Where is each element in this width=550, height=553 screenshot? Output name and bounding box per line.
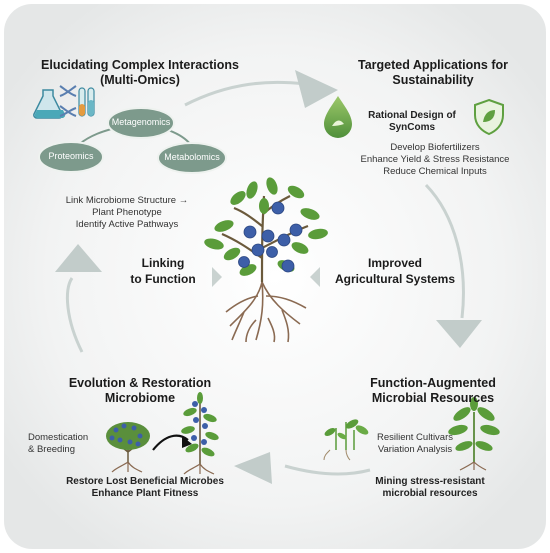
metagenomics-label: Metagenomics: [111, 117, 171, 127]
resources-title-line1: Function-Augmented: [370, 376, 496, 390]
lab-glassware-icon: [33, 85, 95, 119]
applications-bullet1: Develop Biofertilizers: [390, 142, 480, 153]
multi-omics-title-line2: (Multi-Omics): [100, 73, 180, 87]
background-panel: [4, 4, 546, 549]
node-metagenomics: [107, 107, 175, 139]
plant-roots: [225, 281, 307, 343]
proteomics-label: Proteomics: [48, 151, 94, 161]
multi-omics-title-line1: Elucidating Complex Interactions: [41, 58, 239, 72]
cycle-arrowheads: [55, 70, 482, 484]
wild-plant-icon: [106, 422, 150, 473]
arc-right: [424, 183, 465, 319]
arrowhead-left: [55, 244, 102, 272]
evolution-title-line1: Evolution & Restoration: [68, 376, 212, 390]
arrowhead-right: [436, 320, 482, 348]
water-drop-icon: [324, 96, 352, 138]
omics-note-line1: Link Microbiome Structure →: [65, 195, 189, 206]
evolution-bottom-line1: Restore Lost Beneficial Microbes: [66, 476, 224, 487]
arc-bottom: [284, 464, 371, 476]
resources-note-line2: Variation Analysis: [377, 444, 453, 455]
applications-title-line1: Targeted Applications for: [357, 58, 508, 72]
linking-line1: Linking: [141, 256, 185, 270]
omics-note-line2: Plant Phenotype: [92, 207, 162, 218]
domestication-line1: Domestication: [28, 432, 89, 443]
arc-top: [184, 80, 306, 107]
small-arrow-left: [212, 267, 222, 287]
shield-leaf-icon: [474, 98, 504, 136]
node-proteomics: [38, 141, 104, 173]
omics-note-line3: Identify Active Pathways: [75, 219, 179, 230]
improved-line1: Improved: [367, 256, 422, 270]
plant-berries: [238, 201, 303, 273]
domestication-line2: & Breeding: [28, 444, 76, 455]
seedlings-icon: [323, 419, 369, 461]
improved-line2: Agricultural Systems: [334, 272, 456, 286]
cultivated-plant-icon: [181, 392, 219, 475]
omics-network: [38, 107, 227, 174]
resources-title-line2: Microbial Resources: [371, 391, 495, 405]
resources-note-line1: Resilient Cultivars: [376, 432, 454, 443]
metabolomics-label: Metabolomics: [164, 152, 220, 162]
applications-bullet2: Enhance Yield & Stress Resistance: [360, 154, 510, 165]
applications-bullet3: Reduce Chemical Inputs: [383, 166, 487, 177]
arrowhead-top: [295, 70, 338, 108]
evolution-bottom-line2: Enhance Plant Fitness: [91, 488, 199, 499]
applications-title-line2: Sustainability: [392, 73, 474, 87]
evolution-title-line2: Microbiome: [104, 391, 176, 405]
arrowhead-bottom: [234, 452, 272, 484]
small-arrow-right: [310, 267, 320, 287]
resources-bottom-line1: Mining stress-resistant: [375, 476, 485, 487]
syncom-line1: Rational Design of: [368, 110, 456, 121]
arc-left: [65, 277, 84, 353]
cycle-arcs: [65, 80, 465, 476]
resources-bottom-line2: microbial resources: [382, 488, 478, 499]
syncom-line2: SynComs: [388, 122, 436, 133]
domestication-arrow: [152, 434, 189, 451]
node-metabolomics: [157, 142, 227, 174]
linking-line2: to Function: [130, 272, 196, 286]
resilient-plant-icon: [448, 397, 500, 471]
